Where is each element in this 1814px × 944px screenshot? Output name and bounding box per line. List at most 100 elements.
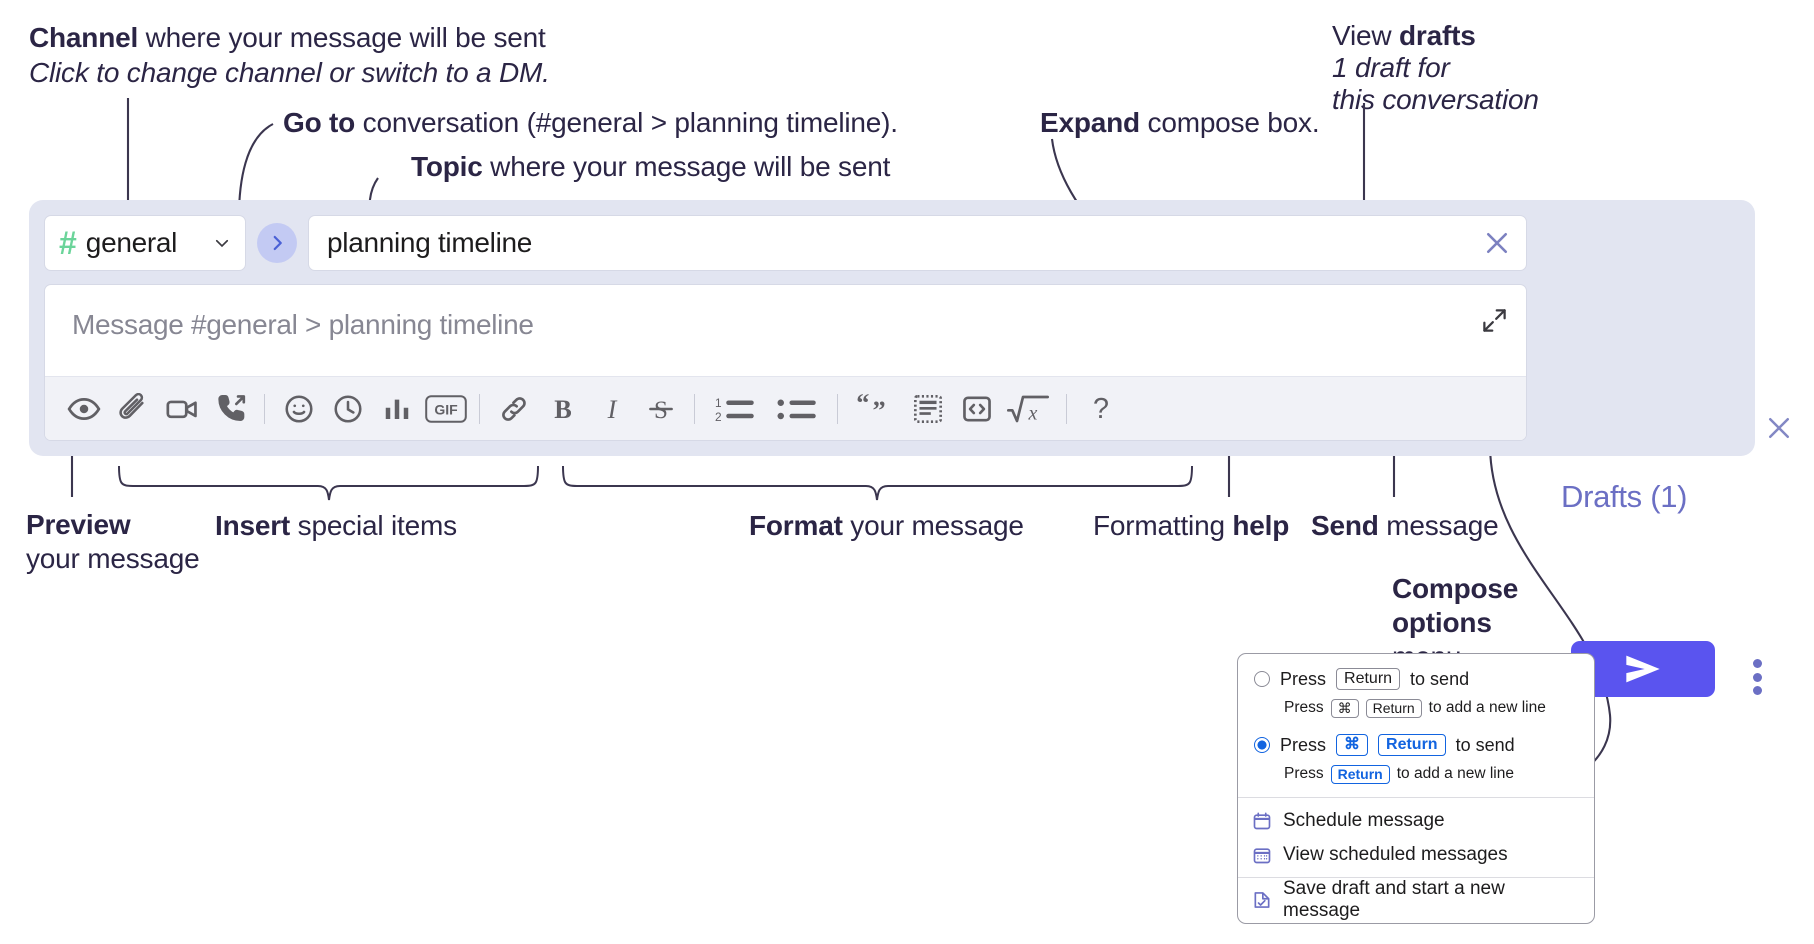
radio-button-unselected[interactable] — [1254, 671, 1270, 687]
goto-conversation-button[interactable] — [257, 223, 297, 263]
menu-item-save-draft[interactable]: Save draft and start a new message — [1238, 878, 1594, 921]
bold-icon: B — [554, 394, 572, 423]
option2-suffix: to send — [1455, 734, 1515, 755]
eye-icon — [67, 397, 100, 420]
key-command: ⌘ — [1336, 734, 1369, 756]
annotation-drafts-line2: 1 draft for — [1332, 52, 1450, 83]
option1-press-label: Press — [1280, 668, 1327, 689]
annotation-preview-bold: Preview — [26, 509, 131, 540]
expand-arrows-icon — [1483, 309, 1506, 332]
save-draft-icon — [1254, 892, 1270, 908]
code-block-button[interactable] — [952, 387, 1001, 431]
annotation-topic: Topic where your message will be sent — [411, 149, 890, 185]
menu-item-schedule-message[interactable]: Schedule message — [1238, 804, 1594, 838]
svg-text:I: I — [606, 394, 617, 423]
smiley-icon — [284, 394, 313, 423]
svg-text:“: “ — [856, 394, 869, 418]
drafts-link[interactable]: Drafts (1) — [1561, 479, 1688, 514]
svg-text:?: ? — [1093, 393, 1109, 425]
phone-up-icon — [217, 394, 245, 421]
annotation-goto-rest: conversation (#general > planning timeli… — [355, 107, 898, 138]
option2-press-label: Press — [1280, 734, 1327, 755]
annotation-drafts-bold: drafts — [1398, 20, 1476, 51]
italic-button[interactable]: I — [587, 387, 636, 431]
more-vertical-icon — [1752, 659, 1762, 668]
emoji-button[interactable] — [274, 387, 323, 431]
message-input-box[interactable]: Message #general > planning timeline — [44, 284, 1527, 441]
annotation-expand: Expand compose box. — [1040, 105, 1320, 141]
annotation-channel-title: Channel where your message will be sent — [29, 20, 546, 56]
clear-topic-button[interactable] — [1482, 228, 1512, 258]
send-button[interactable] — [1571, 641, 1715, 697]
svg-text:2: 2 — [715, 409, 722, 423]
channel-selector[interactable]: # general — [44, 215, 246, 271]
compose-options-dropdown: Press Return to send Press ⌘ Return to a… — [1237, 653, 1595, 924]
link-icon — [501, 396, 526, 421]
annotation-insert-bold: Insert — [215, 510, 291, 541]
option-press-cmd-return-to-send[interactable]: Press ⌘ Return to send — [1238, 730, 1594, 760]
annotation-preview: Preview your message — [26, 508, 200, 576]
ordered-list-button[interactable]: 1 2 — [704, 387, 766, 431]
strikethrough-button[interactable]: S — [636, 387, 685, 431]
compose-inner: # general planning timeline — [44, 215, 1527, 441]
audio-button[interactable] — [206, 387, 255, 431]
paper-plane-icon — [1626, 655, 1660, 683]
menu-item-label: Save draft and start a new message — [1283, 878, 1505, 921]
formatting-help-button[interactable]: ? — [1076, 387, 1125, 431]
annotation-topic-bold: Topic — [411, 151, 483, 182]
svg-text:GIF: GIF — [434, 401, 458, 417]
key-return: Return — [1330, 764, 1390, 784]
code-block-icon — [913, 394, 942, 423]
annotation-help: Formatting help — [1093, 508, 1289, 544]
annotation-help-rest: Formatting — [1093, 510, 1233, 541]
compose-panel: Drafts (1) # general pla — [29, 200, 1789, 697]
annotation-insert-rest: special items — [290, 510, 457, 541]
menu-item-view-scheduled-messages[interactable]: View scheduled messages — [1238, 838, 1594, 872]
radio-button-selected[interactable] — [1254, 737, 1270, 753]
attach-button[interactable] — [108, 387, 157, 431]
bold-button[interactable]: B — [538, 387, 587, 431]
svg-text:B: B — [554, 394, 572, 423]
toolbar-divider — [837, 393, 838, 424]
annotation-help-bold: help — [1232, 510, 1290, 541]
option-press-return-to-send[interactable]: Press Return to send — [1238, 664, 1594, 694]
option2-hint: Press Return to add a new line — [1238, 760, 1594, 788]
bulleted-list-button[interactable] — [766, 387, 828, 431]
compose-options-menu-button[interactable] — [1743, 655, 1771, 699]
option2-sub-press: Press — [1284, 765, 1324, 782]
annotation-drafts: View drafts 1 draft for this conversatio… — [1332, 20, 1539, 116]
code-button[interactable] — [903, 387, 952, 431]
message-placeholder: Message #general > planning timeline — [72, 309, 534, 340]
option1-suffix: to send — [1410, 668, 1470, 689]
calendar-grid-icon — [1253, 848, 1271, 864]
gif-button[interactable]: GIF — [421, 387, 470, 431]
hash-icon: # — [59, 225, 77, 261]
math-button[interactable]: x — [1001, 387, 1057, 431]
link-button[interactable] — [489, 387, 538, 431]
annotation-channel-sub: Click to change channel or switch to a D… — [29, 55, 550, 91]
blockquote-button[interactable]: “ ” — [847, 387, 903, 431]
video-button[interactable] — [157, 387, 206, 431]
annotation-drafts-rest: View — [1332, 20, 1399, 51]
video-camera-icon — [165, 400, 197, 418]
expand-compose-button[interactable] — [1481, 307, 1508, 334]
close-compose-button[interactable] — [1764, 413, 1794, 448]
toolbar-divider — [1066, 393, 1067, 424]
annotation-send-bold: Send — [1311, 510, 1379, 541]
schedule-button[interactable] — [323, 387, 372, 431]
annotation-expand-bold: Expand — [1040, 107, 1140, 138]
code-brackets-icon — [962, 395, 991, 422]
preview-button[interactable] — [59, 387, 108, 431]
topic-input[interactable]: planning timeline — [308, 215, 1527, 271]
key-return: Return — [1378, 734, 1446, 756]
chevron-down-icon — [215, 239, 229, 248]
annotation-preview-rest: your message — [26, 543, 200, 574]
poll-button[interactable] — [372, 387, 421, 431]
calendar-icon — [1253, 812, 1271, 830]
topic-value: planning timeline — [327, 227, 533, 258]
option2-sub-suffix: to add a new line — [1396, 765, 1514, 782]
option1-sub-press: Press — [1284, 699, 1324, 716]
menu-divider — [1238, 877, 1594, 878]
key-return: Return — [1336, 668, 1401, 690]
more-vertical-icon — [1752, 672, 1762, 682]
